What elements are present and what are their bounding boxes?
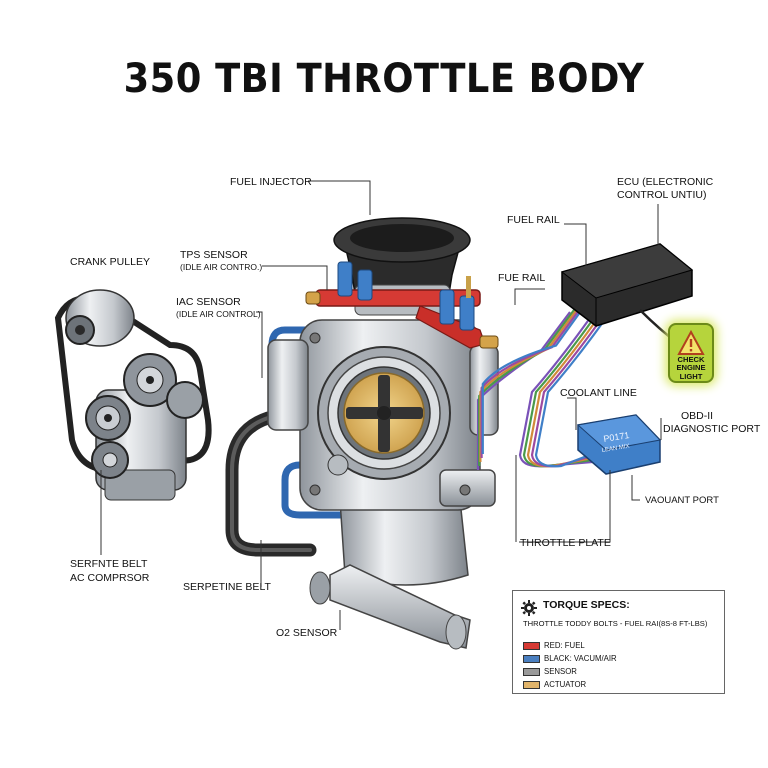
label-vacuant-port: VAOUANT PORT — [645, 495, 719, 506]
label-ecu: ECU (ELECTRONIC — [617, 176, 714, 188]
legend-item-sensor: SENSOR — [523, 667, 577, 677]
label-ac-compressor: AC COMPRSOR — [70, 572, 150, 584]
label-iac-sensor: IAC SENSOR (IDLE AIR CONTROL) — [176, 296, 261, 320]
fuel-injectors — [337, 261, 475, 331]
label-throttle-plate: THROTTLE PLATE — [520, 537, 611, 549]
label-iac-sub: (IDLE AIR CONTROL) — [176, 309, 261, 319]
obd-wire — [534, 317, 607, 468]
label-tps-title: TPS SENSOR — [180, 249, 248, 261]
crank-pulley-assembly — [54, 289, 212, 501]
legend-swatch-actuator — [523, 680, 540, 689]
legend-item-vacuum: BLACK: VACUM/AIR — [523, 654, 617, 664]
label-obd-line2: DIAGNOSTIC PORT — [663, 423, 761, 435]
obd-module-text: LEAN MIX — [601, 444, 630, 454]
label-crank-pulley: CRANK PULLEY — [70, 256, 150, 268]
legend-swatch-fuel — [523, 641, 540, 650]
legend-box: TORQUE SPECS: THROTTLE TODDY BOLTS - FUE… — [512, 590, 725, 694]
obd-module: P0171 LEAN MIX — [576, 414, 662, 475]
harness-wire — [481, 303, 587, 454]
label-fue-rail: FUE RAIL — [498, 272, 546, 284]
outlet-pipe — [329, 564, 471, 649]
label-tps-sensor: TPS SENSOR (IDLE AIR CONTRO.) — [180, 249, 262, 273]
crank-pulley — [85, 395, 131, 441]
diagram-title: 350 TBI THROTTLE BODY — [123, 56, 645, 102]
power-steering-pulley — [166, 381, 204, 419]
ecu-module — [560, 243, 694, 327]
check-engine-text: CHECK ENGINE LIGHT — [676, 355, 706, 381]
label-tps-sub: (IDLE AIR CONTRO.) — [180, 262, 263, 272]
vacuum-line-lower — [281, 461, 344, 519]
legend-label-fuel: RED: FUEL — [544, 641, 585, 650]
label-fuel-injector: FUEL INJECTOR — [230, 176, 312, 188]
warning-triangle-icon — [677, 329, 705, 355]
coolant-hose — [225, 411, 317, 557]
label-ecu-line2: CONTROL UNTIU) — [617, 189, 707, 201]
obd-module-code: P0171 — [603, 430, 630, 444]
legend-label-vacuum: BLACK: VACUM/AIR — [544, 654, 617, 663]
idler-pulley — [123, 353, 177, 407]
check-engine-light: CHECK ENGINE LIGHT — [668, 323, 714, 383]
wiring-harness — [476, 303, 607, 470]
legend-item-actuator: ACTUATOR — [523, 680, 586, 690]
leader-lines — [100, 180, 662, 630]
gear-icon — [521, 600, 537, 616]
legend-item-fuel: RED: FUEL — [523, 641, 585, 651]
label-iac-title: IAC SENSOR — [176, 296, 241, 308]
label-fuel-rail: FUEL RAIL — [507, 214, 560, 226]
legend-swatch-sensor — [523, 667, 540, 676]
label-coolant-line: COOLANT LINE — [560, 387, 637, 399]
label-obd: OBD-II — [681, 410, 714, 422]
tensioner-pulley — [91, 441, 129, 479]
throttle-body — [267, 319, 499, 650]
alternator — [65, 289, 135, 347]
label-serpetine-belt: SERPETINE BELT — [183, 581, 271, 593]
label-o2-sensor: O2 SENSOR — [276, 627, 338, 639]
legend-swatch-vacuum — [523, 654, 540, 663]
label-serpentine-belt-ac: SERFNTE BELT — [70, 558, 148, 570]
legend-label-sensor: SENSOR — [544, 667, 577, 676]
legend-heading: TORQUE SPECS: — [543, 599, 630, 611]
legend-torque-spec: THROTTLE TODDY BOLTS - FUEL RAI(8S-8 FT-… — [523, 619, 708, 628]
legend-label-actuator: ACTUATOR — [544, 680, 587, 689]
